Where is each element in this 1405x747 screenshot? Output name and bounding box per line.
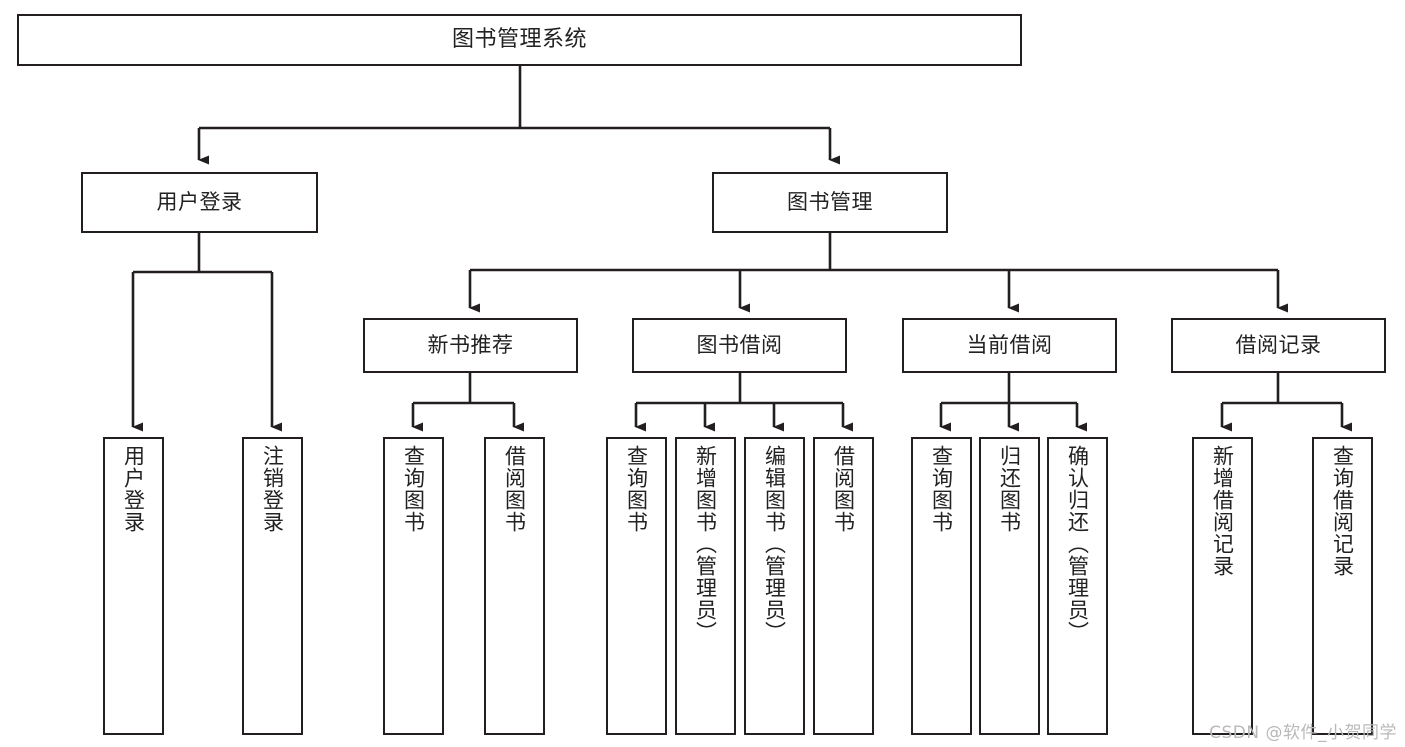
node-label: 注销登录: [260, 445, 285, 533]
node-root-system[interactable]: 图书管理系统: [17, 14, 1022, 66]
node-label: 确认归还（管理员）: [1065, 445, 1090, 643]
leaf-query-book-newbook[interactable]: 查询图书: [383, 437, 444, 735]
watermark: CSDN @软件_小贺同学: [1209, 723, 1397, 743]
node-label: 用户登录: [121, 445, 146, 533]
node-label: 查询借阅记录: [1330, 445, 1355, 577]
node-label: 借阅记录: [1235, 333, 1322, 358]
leaf-query-book-borrow[interactable]: 查询图书: [606, 437, 667, 735]
leaf-query-book-current[interactable]: 查询图书: [911, 437, 972, 735]
node-label: 图书管理系统: [451, 27, 587, 53]
leaf-borrow-book[interactable]: 借阅图书: [813, 437, 874, 735]
node-label: 新增图书（管理员）: [693, 445, 718, 643]
node-book-borrow[interactable]: 图书借阅: [632, 318, 847, 373]
node-label: 新增借阅记录: [1210, 445, 1235, 577]
leaf-confirm-return-admin[interactable]: 确认归还（管理员）: [1047, 437, 1108, 735]
leaf-edit-book-admin[interactable]: 编辑图书（管理员）: [744, 437, 805, 735]
node-label: 查询图书: [929, 445, 954, 533]
leaf-user-login[interactable]: 用户登录: [103, 437, 164, 735]
node-label: 新书推荐: [427, 333, 514, 358]
node-label: 查询图书: [401, 445, 426, 533]
node-borrow-record[interactable]: 借阅记录: [1171, 318, 1386, 373]
node-label: 图书借阅: [696, 333, 783, 358]
node-label: 编辑图书（管理员）: [762, 445, 787, 643]
node-label: 归还图书: [997, 445, 1022, 533]
node-label: 图书管理: [787, 190, 873, 215]
node-user-login[interactable]: 用户登录: [81, 172, 318, 233]
node-book-management[interactable]: 图书管理: [712, 172, 948, 233]
node-label: 当前借阅: [966, 333, 1053, 358]
leaf-add-book-admin[interactable]: 新增图书（管理员）: [675, 437, 736, 735]
leaf-return-book[interactable]: 归还图书: [979, 437, 1040, 735]
node-label: 借阅图书: [831, 445, 856, 533]
leaf-add-borrow-record[interactable]: 新增借阅记录: [1192, 437, 1253, 735]
leaf-borrow-book-newbook[interactable]: 借阅图书: [484, 437, 545, 735]
node-current-borrow[interactable]: 当前借阅: [902, 318, 1117, 373]
node-new-book-recommend[interactable]: 新书推荐: [363, 318, 578, 373]
node-label: 借阅图书: [502, 445, 527, 533]
node-label: 用户登录: [156, 190, 243, 215]
leaf-logout[interactable]: 注销登录: [242, 437, 303, 735]
leaf-query-borrow-record[interactable]: 查询借阅记录: [1312, 437, 1373, 735]
node-label: 查询图书: [624, 445, 649, 533]
